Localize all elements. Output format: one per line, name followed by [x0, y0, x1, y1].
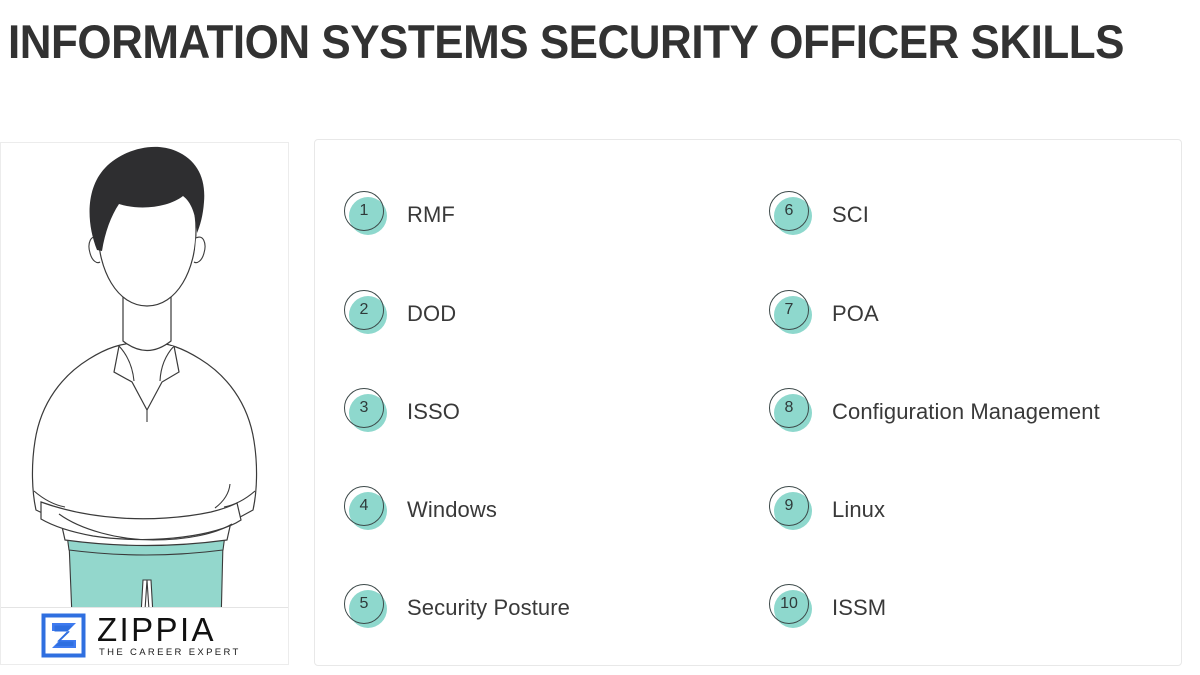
skill-number-badge: 3 — [343, 388, 391, 436]
skill-number-badge: 1 — [343, 191, 391, 239]
skill-item: 8 Configuration Management — [768, 385, 1100, 439]
badge-number: 6 — [784, 202, 794, 219]
skill-label: Linux — [832, 497, 886, 522]
badge-number: 7 — [784, 301, 794, 318]
badge-ring — [769, 290, 809, 330]
skill-number-badge: 5 — [343, 584, 391, 632]
skill-item: 2 DOD — [343, 287, 456, 341]
skills-right-column: 6 SCI 7 POA 8 Configuration Management — [748, 140, 1181, 665]
skill-item: 10 ISSM — [768, 581, 886, 635]
badge-number: 8 — [784, 399, 794, 416]
skill-label: ISSO — [407, 399, 460, 424]
skill-item: 4 Windows — [343, 483, 497, 537]
zippia-tagline: THE CAREER EXPERT — [99, 646, 241, 658]
badge-number: 9 — [784, 497, 794, 514]
skill-label: DOD — [407, 301, 457, 326]
badge-ring — [769, 191, 809, 231]
skill-label: RMF — [407, 202, 455, 227]
badge-number: 10 — [780, 595, 798, 612]
skill-number-badge: 8 — [768, 388, 816, 436]
skill-number-badge: 9 — [768, 486, 816, 534]
skill-label: POA — [832, 301, 879, 326]
zippia-z-mark-icon — [40, 612, 87, 659]
skill-number-badge: 2 — [343, 290, 391, 338]
skills-columns: 1 RMF 2 DOD 3 ISSO — [315, 140, 1181, 665]
skill-number-badge: 7 — [768, 290, 816, 338]
skill-item: 7 POA — [768, 287, 879, 341]
skill-number-badge: 6 — [768, 191, 816, 239]
badge-number: 1 — [359, 202, 369, 219]
skill-label: Configuration Management — [832, 399, 1100, 424]
skill-item: 1 RMF — [343, 188, 455, 242]
person-line-art-illustration — [1, 143, 288, 607]
skill-label: SCI — [832, 202, 869, 227]
zippia-logo: ZIPPIA THE CAREER EXPERT — [40, 610, 250, 660]
zippia-wordmark-group: ZIPPIA THE CAREER EXPERT — [97, 611, 241, 660]
skill-label: Windows — [407, 497, 497, 522]
badge-ring — [344, 388, 384, 428]
skill-number-badge: 10 — [768, 584, 816, 632]
badge-ring — [344, 290, 384, 330]
skill-item: 5 Security Posture — [343, 581, 570, 635]
badge-ring — [769, 486, 809, 526]
skill-number-badge: 4 — [343, 486, 391, 534]
badge-number: 3 — [359, 399, 369, 416]
skills-card: 1 RMF 2 DOD 3 ISSO — [314, 139, 1182, 666]
illustration-panel — [0, 142, 289, 665]
skill-label: ISSM — [832, 595, 887, 620]
page-title: INFORMATION SYSTEMS SECURITY OFFICER SKI… — [8, 15, 1125, 68]
badge-ring — [344, 486, 384, 526]
badge-number: 5 — [359, 595, 369, 612]
skill-label: Security Posture — [407, 595, 571, 620]
zippia-wordmark: ZIPPIA — [97, 610, 216, 648]
skill-item: 9 Linux — [768, 483, 885, 537]
badge-ring — [344, 584, 384, 624]
badge-number: 2 — [359, 301, 369, 318]
skill-item: 6 SCI — [768, 188, 869, 242]
badge-ring — [769, 388, 809, 428]
skills-left-column: 1 RMF 2 DOD 3 ISSO — [315, 140, 748, 665]
badge-ring — [769, 584, 809, 624]
badge-number: 4 — [359, 497, 369, 514]
badge-ring — [344, 191, 384, 231]
panel-divider — [1, 607, 288, 608]
skill-item: 3 ISSO — [343, 385, 460, 439]
